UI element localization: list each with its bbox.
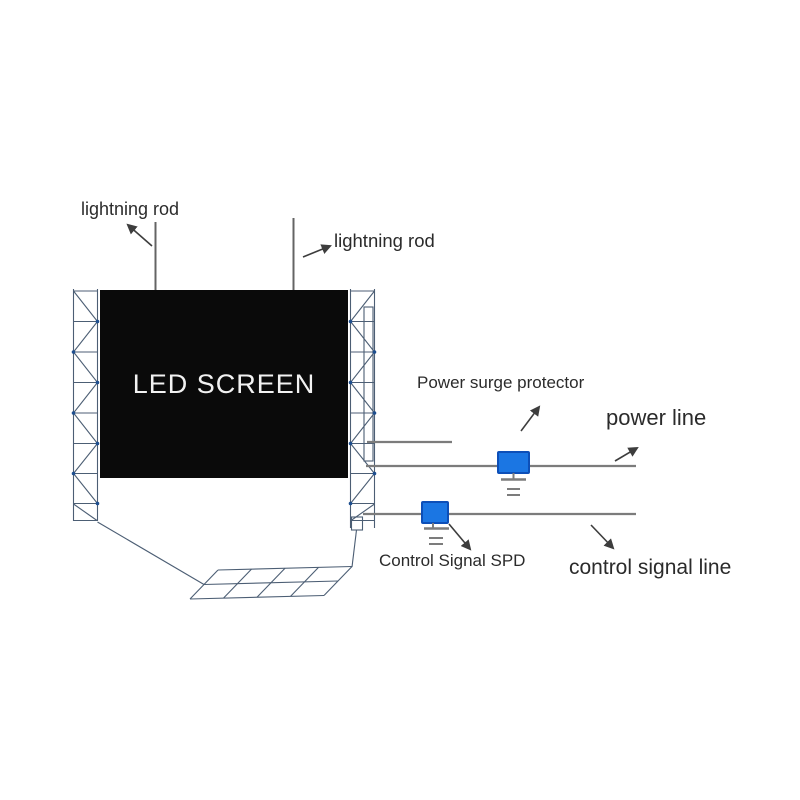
lightning-rod-left-label: lightning rod [81,199,180,219]
right-truss-tower [348,289,377,531]
arrow-power-surge-protector [520,405,541,432]
power-line-label: power line [606,405,707,430]
arrow-power-line [614,446,639,462]
right-truss-inner-frame [363,306,374,462]
power-surge-protector-box [497,451,530,496]
ground-symbol-control [424,523,449,545]
led-screen-label: LED SCREEN [132,368,316,399]
earth-connections [97,521,358,585]
control-signal-spd-box [421,501,449,545]
arrow-lightning-rod-left [126,223,153,247]
arrow-control-signal-line [590,524,615,550]
power-surge-protector-label: Power surge protector [417,373,585,392]
ground-symbol-power [501,473,526,496]
control-signal-line-label: control signal line [569,556,732,579]
left-truss-tower [71,289,100,522]
led-screen-panel: LED SCREEN [100,290,348,478]
right-truss-foot [350,516,364,531]
arrow-control-signal-spd [448,523,472,551]
arrow-lightning-rod-right [302,244,332,258]
lightning-rod-right-label: lightning rod [334,230,435,251]
earth-grid [189,565,353,600]
control-signal-spd-label: Control Signal SPD [379,551,526,570]
